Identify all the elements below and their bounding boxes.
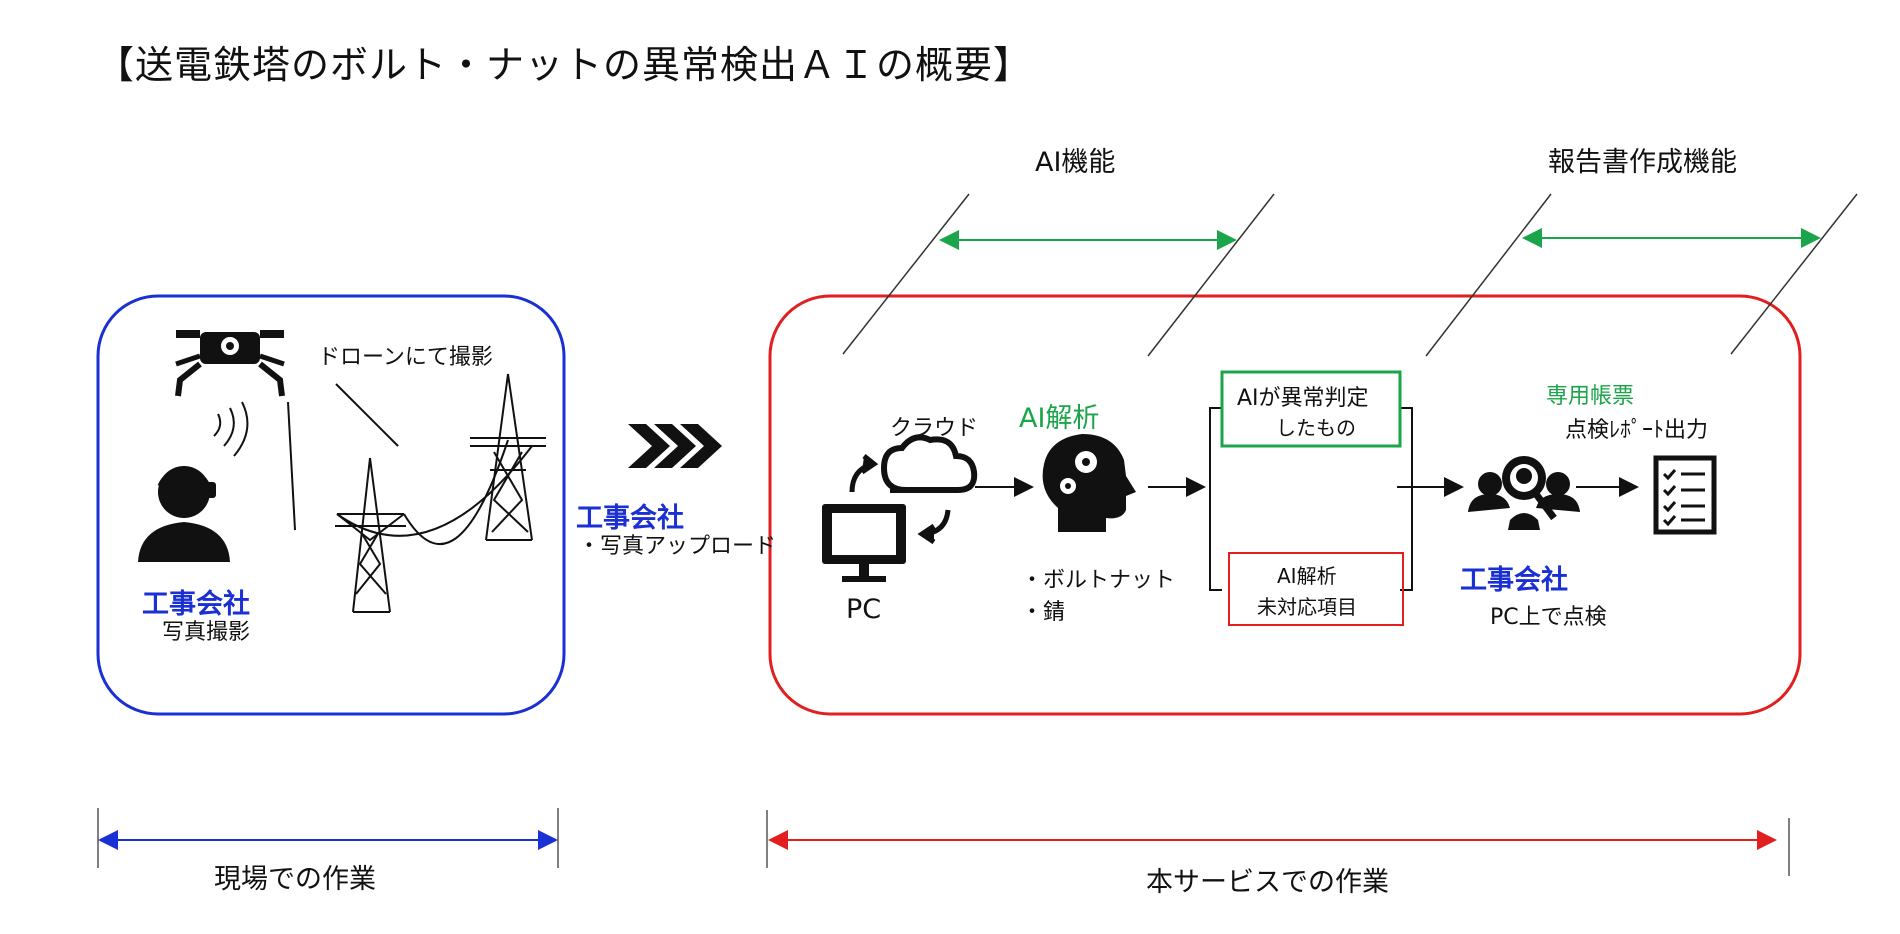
field-action-label: 写真撮影 (162, 620, 251, 645)
abnormal-result-box (1220, 370, 1402, 448)
page-title: 【送電鉄塔のボルト・ナットの異常検出ＡＩの概要】 (96, 43, 1033, 87)
results-bracket-left (1209, 407, 1222, 591)
ai-analysis-label: AI解析 (1019, 403, 1100, 434)
cloud-icon (880, 434, 978, 493)
unsupported-result-line2: 未対応項目 (1257, 595, 1357, 619)
flow-chevrons-icon (628, 424, 722, 468)
service-work-footer: 本サービスでの作業 (1146, 867, 1389, 898)
function-range-lines (842, 193, 1858, 357)
upload-company-label: 工事会社 (576, 503, 684, 534)
sync-arrows-icon (849, 454, 951, 545)
worker-icon (138, 466, 230, 562)
power-line-lower (336, 445, 533, 537)
abnormal-result-line1: AIが異常判定 (1237, 386, 1369, 411)
field-work-footer: 現場での作業 (214, 864, 376, 895)
pc-icon (822, 504, 906, 582)
report-function-header: 報告書作成機能 (1548, 147, 1737, 178)
transmission-tower-right-icon (470, 373, 546, 541)
drone-line-1 (287, 401, 296, 531)
ai-brain-head-icon (1042, 434, 1136, 532)
form-title-label: 専用帳票 (1546, 384, 1635, 409)
cloud-label: クラウド (890, 416, 979, 441)
inspect-label: PC上で点検 (1490, 605, 1607, 630)
unsupported-result-line1: AI解析 (1277, 564, 1337, 588)
signal-waves-icon (213, 401, 249, 457)
target-bolt-nut: ・ボルトナット (1021, 568, 1176, 593)
field-work-box (96, 294, 566, 716)
drone-icon (175, 330, 285, 397)
unsupported-result-box (1228, 552, 1404, 626)
field-company-label: 工事会社 (142, 589, 250, 620)
form-output-label: 点検ﾚﾎﾟｰﾄ出力 (1565, 418, 1709, 443)
service-company-label: 工事会社 (1460, 565, 1568, 596)
reviewers-search-icon (1468, 456, 1580, 530)
pc-label: PC (846, 594, 882, 625)
drone-caption: ドローンにて撮影 (318, 345, 493, 370)
drone-line-2 (335, 383, 399, 447)
transmission-tower-left-icon (335, 457, 406, 613)
upload-action-label: ・写真アップロード (578, 534, 777, 559)
power-line-upper (403, 439, 509, 545)
results-bracket-right (1400, 407, 1413, 591)
service-box (768, 294, 1802, 716)
target-rust: ・錆 (1021, 600, 1066, 625)
checklist-icon (1653, 455, 1717, 535)
abnormal-result-line2: したもの (1276, 416, 1356, 440)
ai-function-header: AI機能 (1035, 147, 1116, 178)
